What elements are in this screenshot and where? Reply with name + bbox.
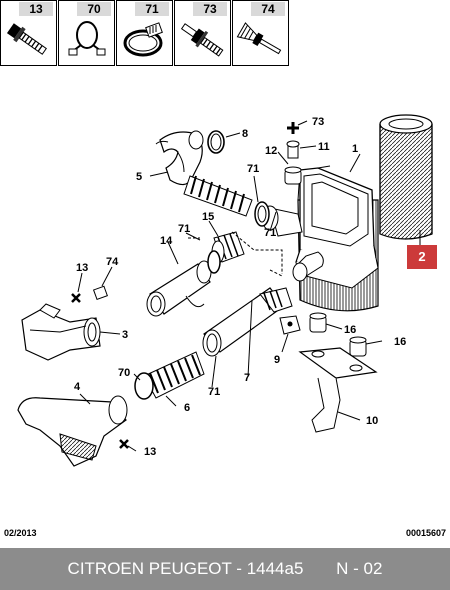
highlighted-part-tag[interactable]: 2 — [407, 245, 437, 269]
callout-10: 10 — [366, 415, 378, 427]
o-ring-8[interactable] — [207, 130, 225, 154]
push-rivet-icon — [236, 22, 282, 55]
legend-cell-74[interactable]: 74 — [232, 0, 289, 66]
dashed-guides — [188, 231, 283, 277]
date-code: 02/2013 — [4, 528, 37, 538]
clamp-71-mid[interactable] — [207, 250, 221, 274]
legend-number: 71 — [135, 2, 169, 16]
rubber-grommet-12[interactable] — [284, 166, 302, 185]
callout-15: 15 — [202, 211, 214, 223]
worm-clamp-icon — [123, 22, 163, 57]
star-marker-73 — [287, 122, 299, 134]
callout-71-right: 71 — [264, 227, 276, 239]
exploded-parts-diagram: 73 8 11 1 12 5 71 15 14 71 71 13 74 3 9 … — [17, 114, 433, 467]
callout-16-left: 16 — [344, 324, 356, 336]
footer-brand: CITROEN PEUGEOT - 1444a5 — [67, 559, 304, 578]
star-marker-13-lower — [119, 439, 129, 449]
intake-elbow-5[interactable] — [155, 130, 204, 186]
legend-number: 74 — [251, 2, 285, 16]
flange-bolt-icon — [6, 23, 47, 55]
callout-73: 73 — [312, 116, 324, 128]
callout-12: 12 — [265, 145, 277, 157]
rivet-marker-74 — [92, 285, 108, 301]
callout-74: 74 — [106, 256, 119, 268]
legend-cell-71[interactable]: 71 — [116, 0, 173, 66]
bracket-9[interactable] — [279, 315, 301, 335]
callout-71-upper: 71 — [247, 163, 259, 175]
legend-cell-73[interactable]: 73 — [174, 0, 231, 66]
callout-8: 8 — [242, 128, 248, 140]
callout-13-upper: 13 — [76, 262, 88, 274]
legend-cell-13[interactable]: 13 — [0, 0, 57, 66]
callout-9: 9 — [274, 354, 280, 366]
corrugated-hose-6[interactable] — [134, 351, 205, 400]
callout-13-lower: 13 — [144, 446, 156, 458]
screw-11[interactable] — [286, 140, 300, 159]
legend-number: 13 — [19, 2, 53, 16]
callout-1: 1 — [352, 143, 358, 155]
air-filter-housing[interactable] — [261, 165, 379, 312]
intake-pipe-14[interactable] — [146, 260, 212, 317]
mount-16-left[interactable] — [309, 312, 327, 333]
parts-legend-row: 13 70 71 73 — [0, 0, 295, 68]
callout-3: 3 — [122, 329, 128, 341]
legend-number: 73 — [193, 2, 227, 16]
callout-14: 14 — [160, 235, 173, 247]
clamp-71-upper[interactable] — [254, 201, 270, 227]
callout-5: 5 — [136, 171, 142, 183]
air-filter-element[interactable] — [379, 114, 433, 240]
spring-clamp-icon — [68, 21, 106, 56]
callout-16-right: 16 — [394, 336, 406, 348]
callout-6: 6 — [184, 402, 190, 414]
callout-70: 70 — [118, 367, 130, 379]
corrugated-hose-upper[interactable] — [183, 175, 253, 217]
footer-page: N - 02 — [336, 559, 383, 578]
legend-number: 70 — [77, 2, 111, 16]
support-bracket-10[interactable] — [298, 347, 378, 433]
callout-71-lower: 71 — [208, 386, 220, 398]
stud-bolt-icon — [180, 23, 224, 57]
diagram-code: 00015607 — [405, 528, 446, 538]
callout-7: 7 — [244, 372, 250, 384]
callout-4: 4 — [74, 381, 81, 393]
mount-16-right[interactable] — [349, 336, 367, 357]
hose-7[interactable] — [202, 287, 293, 357]
callout-11: 11 — [318, 141, 330, 153]
star-marker-13-upper — [71, 293, 81, 303]
footer-bar: CITROEN PEUGEOT - 1444a5 N - 02 — [0, 548, 450, 590]
leader-lines — [77, 120, 383, 452]
callout-71-mid: 71 — [178, 223, 190, 235]
legend-cell-70[interactable]: 70 — [58, 0, 115, 66]
lower-duct-4[interactable] — [17, 395, 128, 467]
resonator-duct-3[interactable] — [21, 303, 101, 361]
